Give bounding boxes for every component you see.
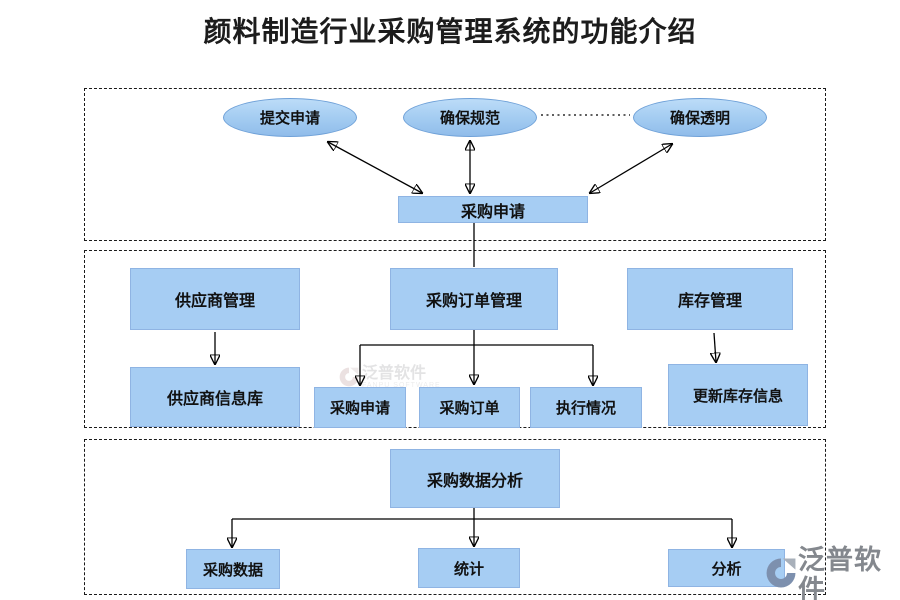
module-supplier-management: 供应商管理 xyxy=(130,268,300,330)
node-label: 采购申请 xyxy=(329,400,390,417)
hub-purchase-request: 采购申请 xyxy=(398,196,588,223)
fanpu-logo-icon xyxy=(338,366,362,393)
node-label: 分析 xyxy=(711,560,742,578)
fanpu-logo-icon xyxy=(764,556,798,595)
node-purchase-request-small: 采购申请 xyxy=(314,387,406,428)
node-label: 统计 xyxy=(453,560,484,578)
node-label: 供应商管理 xyxy=(174,293,255,310)
module-inventory-management: 库存管理 xyxy=(627,268,793,330)
watermark-center: 泛普软件 FANPU SOFTWARE xyxy=(338,366,441,393)
node-label: 采购申请 xyxy=(460,203,525,221)
watermark-corner-name: 泛普软件 xyxy=(798,545,882,600)
node-analysis: 分析 xyxy=(668,549,785,587)
goal-ellipse-ensure-standard: 确保规范 xyxy=(403,98,537,137)
node-label: 采购订单管理 xyxy=(425,293,522,310)
hub-purchase-data-analysis: 采购数据分析 xyxy=(390,449,560,508)
node-update-inventory-info: 更新库存信息 xyxy=(668,364,808,426)
node-label: 采购数据 xyxy=(202,561,263,579)
section-process-border xyxy=(84,88,826,241)
node-label: 确保规范 xyxy=(439,110,500,127)
node-label: 采购订单 xyxy=(439,400,500,417)
node-label: 执行情况 xyxy=(555,400,616,417)
watermark-center-name: 泛普软件 xyxy=(362,365,427,382)
node-purchase-data: 采购数据 xyxy=(186,549,280,589)
node-execution-status: 执行情况 xyxy=(530,387,642,428)
node-supplier-info-db: 供应商信息库 xyxy=(130,367,300,427)
node-label: 库存管理 xyxy=(677,293,742,310)
node-label: 确保透明 xyxy=(669,110,730,127)
page-title: 颜料制造行业采购管理系统的功能介绍 xyxy=(203,16,697,47)
watermark-corner: 泛普软件 www.fanpusoft.com xyxy=(764,545,896,600)
node-label: 供应商信息库 xyxy=(166,391,263,408)
node-label: 更新库存信息 xyxy=(692,387,783,405)
node-label: 采购数据分析 xyxy=(426,472,523,490)
node-label: 提交申请 xyxy=(259,110,320,127)
node-purchase-order: 采购订单 xyxy=(419,387,520,428)
section-analysis-border xyxy=(84,439,826,595)
node-statistics: 统计 xyxy=(418,548,520,588)
goal-ellipse-submit-application: 提交申请 xyxy=(223,98,357,137)
goal-ellipse-ensure-transparency: 确保透明 xyxy=(633,98,767,137)
module-purchase-order-management: 采购订单管理 xyxy=(390,268,558,330)
watermark-center-sub: FANPU SOFTWARE xyxy=(362,382,441,389)
